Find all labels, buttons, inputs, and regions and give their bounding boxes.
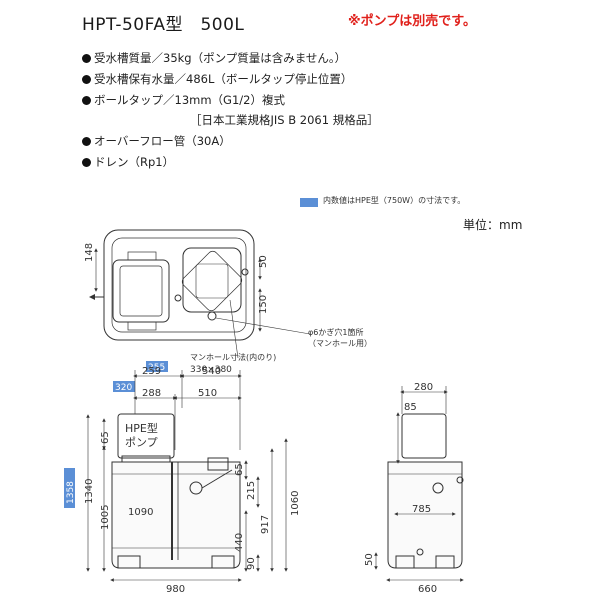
dim-65-top: 65 [100,431,111,444]
hpe-legend-swatch [300,198,318,207]
hpe-pump [117,413,175,465]
dim-440: 440 [234,533,245,552]
spec-text: ボールタップ／13mm（G1/2）複式 [94,93,285,107]
dim-hpe-320: 320 [115,383,132,393]
spec-ball-tap: ボールタップ／13mm（G1/2）複式 [82,92,285,108]
spec-water-volume: 受水槽保有水量／486L（ボールタップ停止位置） [82,71,352,87]
dim-150: 150 [258,295,269,314]
model-title: HPT-50FA型 500L [82,15,245,35]
spec-drain: ドレン（Rp1） [82,154,174,170]
side-view-dimensions [374,386,464,582]
dim-288: 288 [142,388,161,399]
side-view [387,413,464,569]
pump-sold-separately-note: ※ポンプは別売です。 [348,14,476,29]
dim-1340: 1340 [84,479,95,504]
spec-text: オーバーフロー管（30A） [94,134,231,148]
unit-label: 単位：mm [463,218,523,232]
dim-259: 259 [142,366,161,377]
hpe-255-badge [146,361,168,372]
dim-215: 215 [246,481,257,500]
spec-overflow-pipe: オーバーフロー管（30A） [82,133,231,149]
dim-980: 980 [166,584,185,595]
dim-50-side: 50 [364,553,375,566]
dim-148: 148 [84,243,95,262]
hpe-320-badge [113,381,135,392]
spec-text: 受水槽保有水量／486L（ボールタップ停止位置） [94,72,353,86]
spec-jis-standard: ［日本工業規格JIS B 2061 規格品］ [190,113,379,127]
pump-label-line1: HPE型 [125,421,158,435]
dim-540: 540 [202,366,221,377]
spec-text: ドレン（Rp1） [94,155,175,169]
dim-hpe-255: 255 [148,363,165,373]
dim-510: 510 [198,388,217,399]
dim-90: 90 [246,557,257,570]
dim-1005: 1005 [100,505,111,530]
tank-front [111,457,241,569]
dim-280: 280 [414,382,433,393]
pump-mount-left [112,259,170,323]
top-view-outline [103,229,255,341]
dim-1060: 1060 [290,491,301,516]
dim-660: 660 [418,584,437,595]
dim-50-top: 50 [258,255,269,268]
hpe-1358-badge [64,468,75,508]
spec-tank-mass: 受水槽質量／35kg（ポンプ質量は含みません。） [82,50,346,66]
bullet-icon [82,158,91,167]
manhole-cover [182,247,242,313]
dim-917: 917 [260,515,271,534]
key-hole [207,311,217,321]
bullet-icon [82,54,91,63]
dim-85: 85 [404,402,417,413]
top-view-inner [111,237,247,333]
key-hole-label: φ6かぎ穴1箇所 [308,327,363,337]
manhole-size-value: 330×380 [190,365,232,375]
key-hole-sublabel: （マンホール用） [308,339,372,348]
dim-65-bottom: 65 [234,463,245,476]
bullet-icon [82,75,91,84]
manhole-size-label: マンホール寸法(内のり) [190,352,276,362]
pump-label-line2: ポンプ [125,436,158,449]
bullet-icon [82,96,91,105]
dim-785: 785 [412,504,431,515]
hpe-legend-text: 内数値はHPE型（750W）の寸法です。 [323,196,466,205]
bullet-icon [82,137,91,146]
dim-1090: 1090 [128,507,153,518]
spec-text: 受水槽質量／35kg（ポンプ質量は含みません。） [94,51,347,65]
side-pump [401,413,447,459]
top-view [89,229,311,359]
dim-hpe-1358: 1358 [66,481,76,504]
